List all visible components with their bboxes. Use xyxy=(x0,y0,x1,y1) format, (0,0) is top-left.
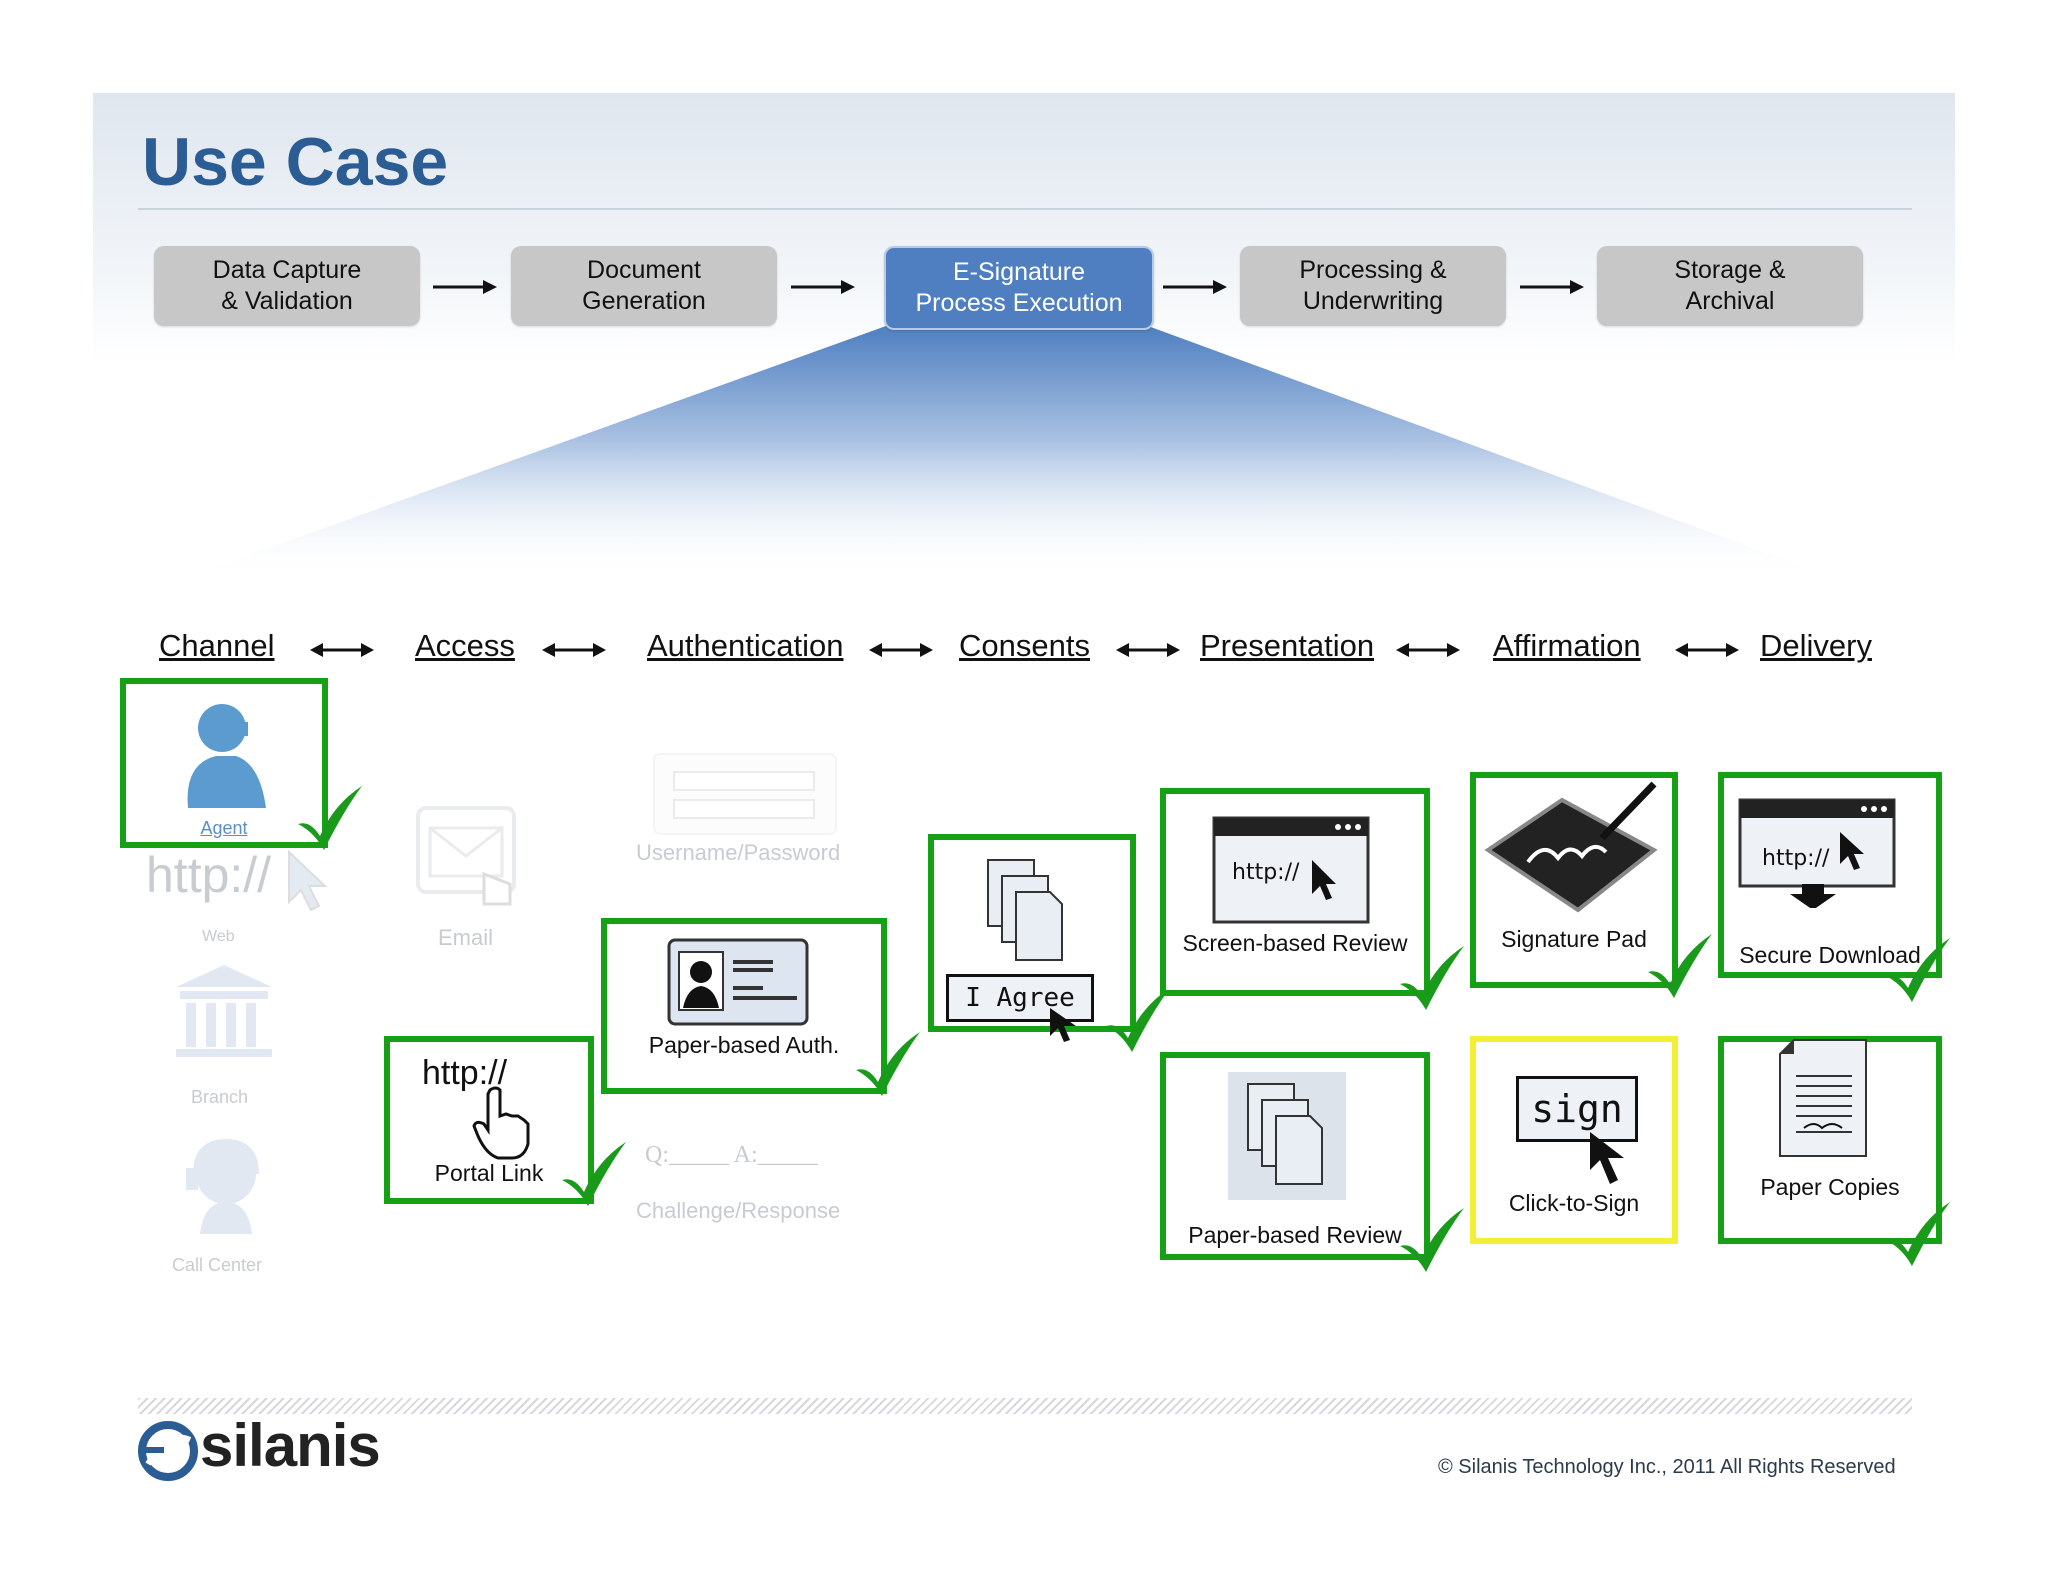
paper-copies-label: Paper Copies xyxy=(1760,1174,1900,1200)
step-label-line2: Process Execution xyxy=(915,289,1123,317)
faded-challenge-response-label: Challenge/Response xyxy=(636,1198,841,1223)
footer-divider xyxy=(138,1398,1912,1414)
phase-delivery: Delivery xyxy=(1760,628,1872,663)
silanis-logo-icon xyxy=(138,1421,198,1481)
checkmark-icon xyxy=(1106,988,1170,1052)
title-divider xyxy=(138,208,1912,210)
call-center-icon xyxy=(186,1138,259,1234)
step-storage-archival[interactable]: Storage & Archival xyxy=(1597,246,1863,326)
checkmark-icon xyxy=(1886,938,1950,1002)
faded-branch-label: Branch xyxy=(191,1087,249,1107)
step-esignature-execution[interactable]: E-Signature Process Execution xyxy=(884,246,1154,330)
arrow-right-icon xyxy=(1163,280,1227,294)
phase-channel: Channel xyxy=(159,628,275,663)
double-arrow-icon xyxy=(1396,643,1460,657)
phase-affirmation: Affirmation xyxy=(1493,628,1641,663)
double-arrow-icon xyxy=(1675,643,1739,657)
email-envelope-icon xyxy=(416,806,516,906)
option-signature-pad[interactable]: Signature Pad xyxy=(1470,772,1678,988)
signature-pad-icon xyxy=(1484,781,1658,913)
option-screen-review[interactable]: http:// Screen-based Review xyxy=(1160,788,1430,996)
i-agree-button-text: I Agree xyxy=(946,974,1094,1022)
checkmark-icon xyxy=(1648,934,1712,998)
option-portal-link[interactable]: http:// Portal Link xyxy=(384,1036,594,1204)
bank-building-icon xyxy=(176,965,272,1057)
sign-button-text: sign xyxy=(1516,1076,1638,1142)
faded-web-label: Web xyxy=(202,928,235,945)
hand-pointer-icon xyxy=(472,1086,530,1160)
step-label-line2: & Validation xyxy=(221,287,353,315)
checkmark-icon xyxy=(1400,1208,1464,1272)
step-label-line1: Document xyxy=(587,256,701,284)
agent-label: Agent xyxy=(200,818,248,838)
screen-review-label: Screen-based Review xyxy=(1182,930,1408,956)
arrow-right-icon xyxy=(433,280,497,294)
step-data-capture[interactable]: Data Capture & Validation xyxy=(154,246,420,326)
checkmark-icon xyxy=(856,1032,920,1096)
documents-stack-icon xyxy=(1247,1083,1323,1185)
cursor-arrow-icon xyxy=(288,850,328,912)
checkmark-icon xyxy=(298,786,362,850)
step-label-line1: Storage & xyxy=(1674,256,1786,284)
option-i-agree[interactable]: I Agree xyxy=(928,834,1136,1042)
step-label-line2: Archival xyxy=(1685,287,1775,315)
step-label-line1: Processing & xyxy=(1299,256,1447,284)
arrow-right-icon xyxy=(1520,280,1584,294)
checkmark-icon xyxy=(1886,1202,1950,1266)
option-paper-review[interactable]: Paper-based Review xyxy=(1160,1052,1430,1260)
step-processing-underwriting[interactable]: Processing & Underwriting xyxy=(1240,246,1506,326)
step-label-line2: Generation xyxy=(582,287,706,315)
browser-download-icon xyxy=(1738,798,1896,908)
double-arrow-icon xyxy=(869,643,933,657)
checkmark-icon xyxy=(1400,946,1464,1010)
phase-consents: Consents xyxy=(959,628,1090,663)
faded-call-center-label: Call Center xyxy=(172,1255,263,1275)
faded-username-password-label: Username/Password xyxy=(636,840,841,865)
login-fields-icon xyxy=(653,753,837,835)
checkmark-icon xyxy=(562,1142,626,1206)
step-label-line2: Underwriting xyxy=(1302,287,1444,315)
secure-download-label: Secure Download xyxy=(1739,942,1921,968)
option-secure-download[interactable]: http:// Secure Download xyxy=(1718,772,1942,978)
browser-http-text: http:// xyxy=(1762,846,1830,871)
step-label-line1: E-Signature xyxy=(952,258,1086,286)
phase-presentation: Presentation xyxy=(1200,628,1375,663)
cursor-arrow-icon xyxy=(1050,1008,1076,1042)
copyright-text: © Silanis Technology Inc., 2011 All Righ… xyxy=(1438,1456,1896,1478)
arrow-right-icon xyxy=(791,280,855,294)
paper-document-icon xyxy=(1779,1039,1867,1157)
faded-email-label: Email xyxy=(438,925,494,950)
browser-http-text: http:// xyxy=(1232,860,1300,885)
double-arrow-icon xyxy=(542,643,606,657)
option-paper-auth[interactable]: Paper-based Auth. xyxy=(601,918,887,1094)
id-card-icon xyxy=(667,938,809,1026)
http-text: http:// xyxy=(422,1054,508,1092)
agent-person-icon xyxy=(187,704,266,808)
step-label-line1: Data Capture xyxy=(212,256,362,284)
documents-stack-icon xyxy=(987,859,1063,961)
step-document-generation[interactable]: Document Generation xyxy=(511,246,777,326)
phase-access: Access xyxy=(415,628,515,663)
faded-qa-text: Q:_____ A:_____ xyxy=(645,1142,818,1168)
cursor-arrow-icon xyxy=(1590,1132,1624,1184)
signature-pad-label: Signature Pad xyxy=(1501,926,1647,952)
double-arrow-icon xyxy=(310,643,374,657)
page-title: Use Case xyxy=(142,124,449,200)
phase-authentication: Authentication xyxy=(647,628,844,663)
paper-review-label: Paper-based Review xyxy=(1188,1222,1402,1248)
double-arrow-icon xyxy=(1116,643,1180,657)
click-to-sign-label: Click-to-Sign xyxy=(1508,1190,1640,1216)
paper-auth-label: Paper-based Auth. xyxy=(648,1032,840,1058)
option-click-to-sign[interactable]: sign Click-to-Sign xyxy=(1470,1036,1678,1244)
option-agent[interactable]: Agent xyxy=(120,678,328,848)
faded-web-url: http:// xyxy=(146,847,272,903)
browser-window-icon xyxy=(1212,816,1370,924)
option-paper-copies[interactable]: Paper Copies xyxy=(1718,1036,1942,1244)
portal-link-label: Portal Link xyxy=(434,1160,544,1186)
company-logo-text: silanis xyxy=(200,1412,381,1479)
